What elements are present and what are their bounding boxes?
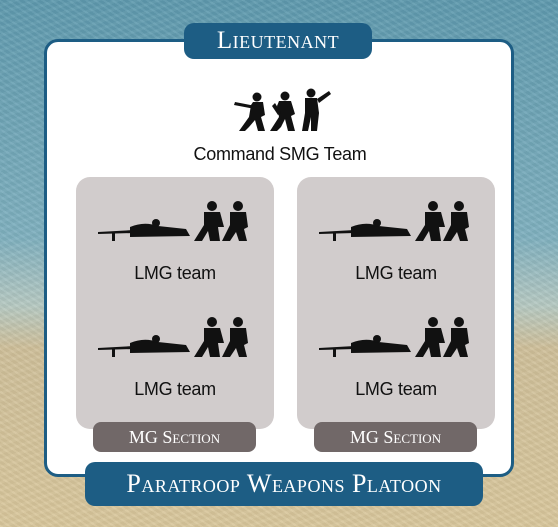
team-label: LMG team — [134, 379, 216, 399]
mg-section-left: LMG team LMG team — [76, 177, 274, 429]
mg-section-right: LMG team LMG team — [297, 177, 495, 429]
lmg-team-icon — [319, 317, 469, 357]
command-team-label: Command SMG Team — [193, 144, 367, 164]
team-label: LMG team — [355, 263, 437, 283]
lieutenant-banner: Lieutenant — [184, 23, 372, 59]
mg-section-banner: MG Section — [93, 422, 256, 452]
soldiers-silhouette-icon — [234, 88, 331, 131]
mg-section-banner: MG Section — [314, 422, 477, 452]
team-label: LMG team — [355, 379, 437, 399]
lmg-team-icon — [319, 201, 469, 241]
platoon-title-banner: Paratroop Weapons Platoon — [85, 462, 483, 506]
lmg-team-icon — [98, 317, 248, 357]
team-label: LMG team — [134, 263, 216, 283]
lmg-team-icon — [98, 201, 248, 241]
